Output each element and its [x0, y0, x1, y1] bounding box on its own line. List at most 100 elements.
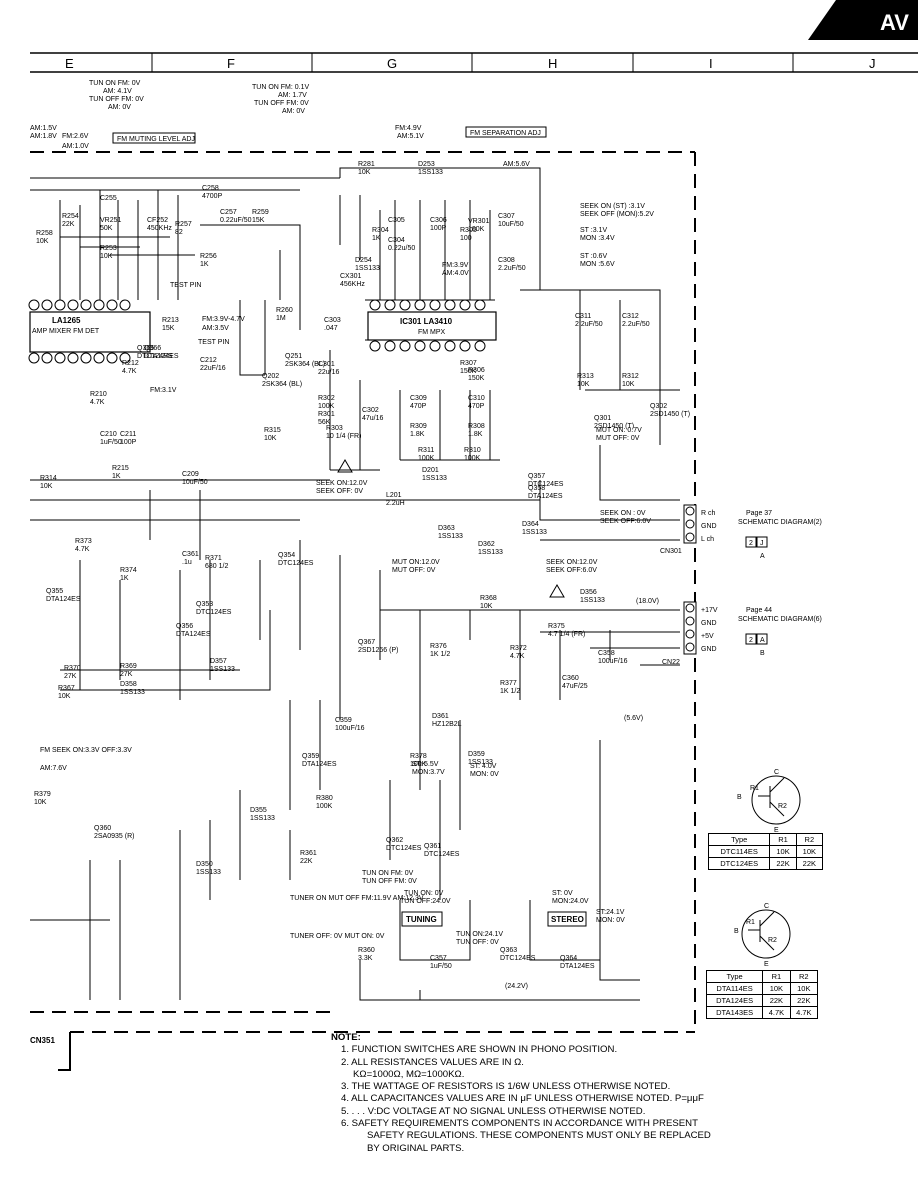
component-ref-c307: C307	[498, 213, 515, 220]
ic301-sub: FM MPX	[418, 329, 446, 336]
component-ref-r305: R305	[460, 227, 477, 234]
table-cell: 22K	[762, 994, 791, 1007]
component-value-r253: 10K	[100, 253, 113, 260]
component-ref-r374: R374	[120, 567, 137, 574]
voltage-mon-37: MON:3.7V	[412, 769, 445, 776]
component-ref-r210: R210	[90, 391, 107, 398]
component-labels: R28110KD2531SS133C255VR25150KCF252450KHz…	[34, 161, 690, 970]
tuning-label: TUNING	[406, 915, 437, 924]
note-line: 6. SAFETY REQUIREMENTS COMPONENTS IN ACC…	[341, 1118, 698, 1130]
component-ref-r213: R213	[162, 317, 179, 324]
column-label-i: I	[709, 56, 713, 71]
voltage-am-f: AM: 1.7V	[278, 92, 307, 99]
voltage-tun-off-e: TUN OFF FM: 0V	[89, 96, 144, 103]
component-value-r305: 100	[460, 235, 472, 242]
corner-text: AV	[880, 10, 909, 35]
component-value-c311: 2.2uF/50	[575, 321, 603, 328]
component-ref-c312: C312	[622, 313, 639, 320]
voltage-fm3v: FM:3.9V	[442, 262, 469, 269]
table-cell: DTA143ES	[705, 1006, 764, 1019]
note-line: BY ORIGINAL PARTS.	[367, 1142, 465, 1154]
cn351-lead	[58, 1032, 71, 1071]
component-value-r377: 1K 1/2	[500, 688, 520, 695]
component-value-r373: 4.7K	[75, 546, 90, 553]
component-value-r210: 4.7K	[90, 399, 105, 406]
component-value-r368: 10K	[480, 603, 493, 610]
component-value-r367: 10K	[58, 693, 71, 700]
component-ref-q202: Q202	[262, 373, 279, 380]
ref1-box-num: 2	[749, 540, 753, 547]
voltage-st-241: ST:24.1V	[596, 909, 625, 916]
component-ref-q355: Q355	[46, 588, 63, 595]
component-value-d356: 1SS133	[580, 597, 605, 604]
column-label-h: H	[548, 56, 557, 71]
dtc-transistor-symbol	[751, 775, 801, 825]
voltage-tun-on-0: TUN ON: 0V	[404, 890, 444, 897]
component-value-d364: 1SS133	[522, 529, 547, 536]
voltage-mut-off-0: MUT OFF: 0V	[392, 567, 436, 574]
column-header	[30, 52, 918, 73]
voltage-seek-off-6: SEEK OFF:6.0V	[600, 518, 651, 525]
component-value-r371: 680 1/2	[205, 563, 228, 570]
voltage-tun-on-241: TUN ON:24.1V	[456, 931, 503, 938]
component-value-r378: 100K	[410, 761, 427, 768]
component-value-c309: 470P	[410, 403, 427, 410]
voltage-fm-seek: FM SEEK ON:3.3V OFF:3.3V	[40, 747, 132, 754]
component-ref-c357: C357	[430, 955, 447, 962]
voltage-seek-off-6b: SEEK OFF:6.0V	[546, 567, 597, 574]
component-ref-c309: C309	[410, 395, 427, 402]
component-ref-q354: Q354	[278, 552, 295, 559]
component-value-r256: 1K	[200, 261, 209, 268]
component-value-r213: 15K	[162, 325, 175, 332]
component-value-r310: 100K	[464, 455, 481, 462]
voltage-tun-on-top-e: TUN ON FM: 0V	[89, 80, 141, 87]
component-value-c307: 10uF/50	[498, 221, 524, 228]
component-ref-c301: C301	[318, 361, 335, 368]
component-value-r376: 1K 1/2	[430, 651, 450, 658]
component-value-c361: .1u	[182, 559, 192, 566]
component-value-c358: 100uF/16	[598, 658, 628, 665]
fm-muting-adj-box	[112, 132, 196, 144]
dta-header-type: Type	[705, 970, 764, 983]
component-ref-c210: C210	[100, 431, 117, 438]
component-ref-r309: R309	[410, 423, 427, 430]
component-value-d253: 1SS133	[418, 169, 443, 176]
cn301-connector	[683, 504, 697, 544]
component-value-r380: 100K	[316, 803, 333, 810]
voltage-tun-on-f: TUN ON FM: 0.1V	[252, 84, 310, 91]
component-ref-d201: D201	[422, 467, 439, 474]
component-value-r301: 56K	[318, 419, 331, 426]
column-label-e: E	[65, 56, 74, 71]
component-value-d359: 1SS133	[468, 759, 493, 766]
component-ref-q357: Q357	[528, 473, 545, 480]
voltage-am0-f: AM: 0V	[282, 108, 305, 115]
component-ref-r302: R302	[318, 395, 335, 402]
component-value-d363: 1SS133	[438, 533, 463, 540]
component-ref-c305: C305	[388, 217, 405, 224]
component-value-q359: DTA124ES	[302, 761, 337, 768]
ref2-title: SCHEMATIC DIAGRAM(6)	[738, 616, 822, 623]
stereo-label: STEREO	[551, 915, 584, 924]
voltage-am35: AM:3.5V	[202, 325, 229, 332]
cx301-label: CX301	[340, 273, 362, 280]
voltage-seek-on-st: SEEK ON (ST) :3.1V	[580, 203, 645, 210]
component-ref-c209: C209	[182, 471, 199, 478]
component-ref-r360: R360	[358, 947, 375, 954]
component-ref-d253: D253	[418, 161, 435, 168]
dta-b-label: B	[734, 928, 739, 935]
table-cell: 10K	[762, 982, 791, 995]
component-value-r281: 10K	[358, 169, 371, 176]
component-ref-r281: R281	[358, 161, 375, 168]
notes-block: NOTE: 1. FUNCTION SWITCHES ARE SHOWN IN …	[331, 1032, 751, 1155]
ref2-box	[745, 633, 757, 645]
fm-separation-adj-box	[465, 126, 547, 138]
voltage-fm49: FM:4.9V	[395, 125, 422, 132]
component-ref-r304: R304	[372, 227, 389, 234]
component-ref-r303: R303	[326, 425, 343, 432]
component-ref-r313: R313	[577, 373, 594, 380]
dta-r1-label: R1	[746, 919, 755, 926]
stereo-box	[547, 911, 587, 927]
fm-muting-adj-label: FM MUTING LEVEL ADJ	[117, 136, 195, 143]
component-ref-c212: C212	[200, 357, 217, 364]
